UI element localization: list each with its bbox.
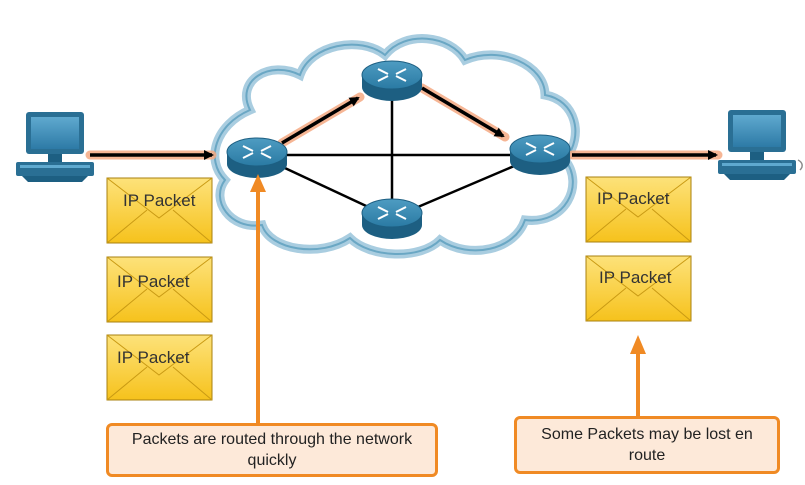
- callout-text: Some Packets may be lost en route: [541, 426, 753, 464]
- packet-envelope: IP Packet: [585, 176, 692, 243]
- packet-label: IP Packet: [599, 268, 672, 287]
- router-icon: [509, 134, 571, 175]
- callout-pointer-right: [630, 335, 646, 416]
- packet-envelope: IP Packet: [106, 256, 213, 323]
- packet-path-arrows: [90, 86, 718, 160]
- packet-envelope: IP Packet: [106, 334, 213, 401]
- arrow-router-b-to-d: [421, 86, 505, 138]
- packet-envelope: IP Packet: [585, 255, 692, 322]
- packet-label: IP Packet: [597, 189, 670, 208]
- packet-envelope: IP Packet: [106, 177, 213, 244]
- callout-pointer-left: [250, 174, 266, 423]
- callout-text: Packets are routed through the network q…: [131, 431, 413, 469]
- router-icon: [361, 60, 423, 101]
- packet-label: IP Packet: [123, 191, 196, 210]
- packet-label: IP Packet: [117, 348, 190, 367]
- source-computer-icon: [16, 112, 94, 182]
- arrow-router-a-to-b: [281, 96, 360, 145]
- router-icon: [226, 137, 288, 178]
- router-icon: [361, 198, 423, 239]
- callout-packets-lost: Some Packets may be lost en route: [514, 416, 780, 474]
- packet-label: IP Packet: [117, 272, 190, 291]
- callout-routed-quickly: Packets are routed through the network q…: [106, 423, 438, 477]
- destination-computer-icon: [718, 110, 803, 180]
